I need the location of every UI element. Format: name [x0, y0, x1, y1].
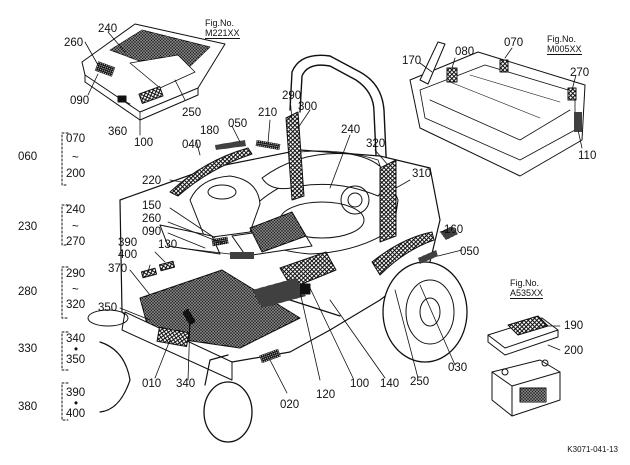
callout-250: 250 — [182, 107, 202, 119]
group-label: 330 — [18, 343, 38, 355]
callout-360: 360 — [108, 126, 128, 138]
fig-ref-frame: Fig.No. M005XX — [547, 34, 582, 55]
group-range-end: 320 — [66, 299, 86, 311]
fig-ref-battery: Fig.No. A535XX — [510, 278, 544, 299]
fig-ref-code: A535XX — [510, 288, 544, 299]
fig-ref-code: M005XX — [547, 44, 582, 55]
callout-220: 220 — [142, 175, 162, 187]
callout-080: 080 — [455, 46, 475, 58]
callout-030: 030 — [448, 362, 468, 374]
callout-200: 200 — [564, 345, 584, 357]
callout-140: 140 — [380, 378, 400, 390]
callout-120: 120 — [316, 389, 336, 401]
callout-310: 310 — [412, 168, 432, 180]
group-range-end: 200 — [66, 168, 86, 180]
callout-400: 400 — [118, 249, 138, 261]
group-range-sep: • — [74, 398, 79, 410]
group-range-end: 400 — [66, 408, 86, 420]
callout-050b: 050 — [460, 246, 480, 258]
callout-240: 240 — [98, 23, 118, 35]
callout-350: 350 — [98, 302, 118, 314]
callout-010: 010 — [142, 378, 162, 390]
callout-240b: 240 — [341, 124, 361, 136]
group-range-start: 070 — [66, 133, 86, 145]
group-range-start: 390 — [66, 387, 86, 399]
fig-ref-code: M221XX — [205, 28, 240, 39]
callout-050: 050 — [228, 118, 248, 130]
callout-020: 020 — [280, 399, 300, 411]
frame-inset — [409, 41, 586, 177]
group-range-start: 290 — [66, 268, 86, 280]
callout-340: 340 — [176, 378, 196, 390]
group-brackets — [61, 132, 69, 421]
callout-160: 160 — [444, 224, 464, 236]
rops-bar — [289, 54, 389, 201]
fig-ref-caption: Fig.No. — [510, 278, 540, 288]
callout-210: 210 — [258, 107, 278, 119]
callout-190: 190 — [564, 320, 584, 332]
callout-270: 270 — [570, 67, 590, 79]
callout-090: 090 — [70, 95, 90, 107]
callout-250b: 250 — [410, 376, 430, 388]
callout-150: 150 — [142, 200, 162, 212]
group-range-sep: ~ — [72, 152, 79, 164]
group-range-sep: • — [74, 344, 79, 356]
battery-inset — [487, 315, 561, 417]
group-range-end: 270 — [66, 236, 86, 248]
group-range-end: 350 — [66, 354, 86, 366]
callout-390: 390 — [118, 237, 138, 249]
callout-070: 070 — [504, 37, 524, 49]
fig-ref-caption: Fig.No. — [205, 18, 235, 28]
group-range-sep: ~ — [72, 284, 79, 296]
callout-040: 040 — [182, 139, 202, 151]
group-label: 230 — [18, 221, 38, 233]
callout-320: 320 — [366, 138, 386, 150]
callout-260b: 260 — [142, 213, 162, 225]
callout-290: 290 — [282, 90, 302, 102]
group-range-start: 340 — [66, 333, 86, 345]
callout-170: 170 — [402, 55, 422, 67]
callout-370: 370 — [108, 263, 128, 275]
callout-110: 110 — [578, 150, 597, 162]
leader-lines — [84, 31, 583, 394]
drawing-number: K3071-041-13 — [567, 445, 618, 454]
callout-100: 100 — [134, 137, 154, 149]
callout-180: 180 — [200, 125, 220, 137]
callout-100b: 100 — [350, 378, 370, 390]
callout-130: 130 — [158, 239, 178, 251]
callout-260: 260 — [64, 37, 84, 49]
group-range-sep: ~ — [72, 221, 79, 233]
decals — [140, 111, 458, 364]
seat-panel-inset — [81, 23, 226, 121]
group-range-start: 240 — [66, 204, 86, 216]
group-label: 060 — [18, 151, 38, 163]
group-label: 380 — [18, 401, 38, 413]
callout-090b: 090 — [142, 226, 162, 238]
group-label: 280 — [18, 286, 38, 298]
callout-300: 300 — [298, 101, 318, 113]
fig-ref-caption: Fig.No. — [547, 34, 577, 44]
fig-ref-seat-panel: Fig.No. M221XX — [205, 18, 240, 39]
